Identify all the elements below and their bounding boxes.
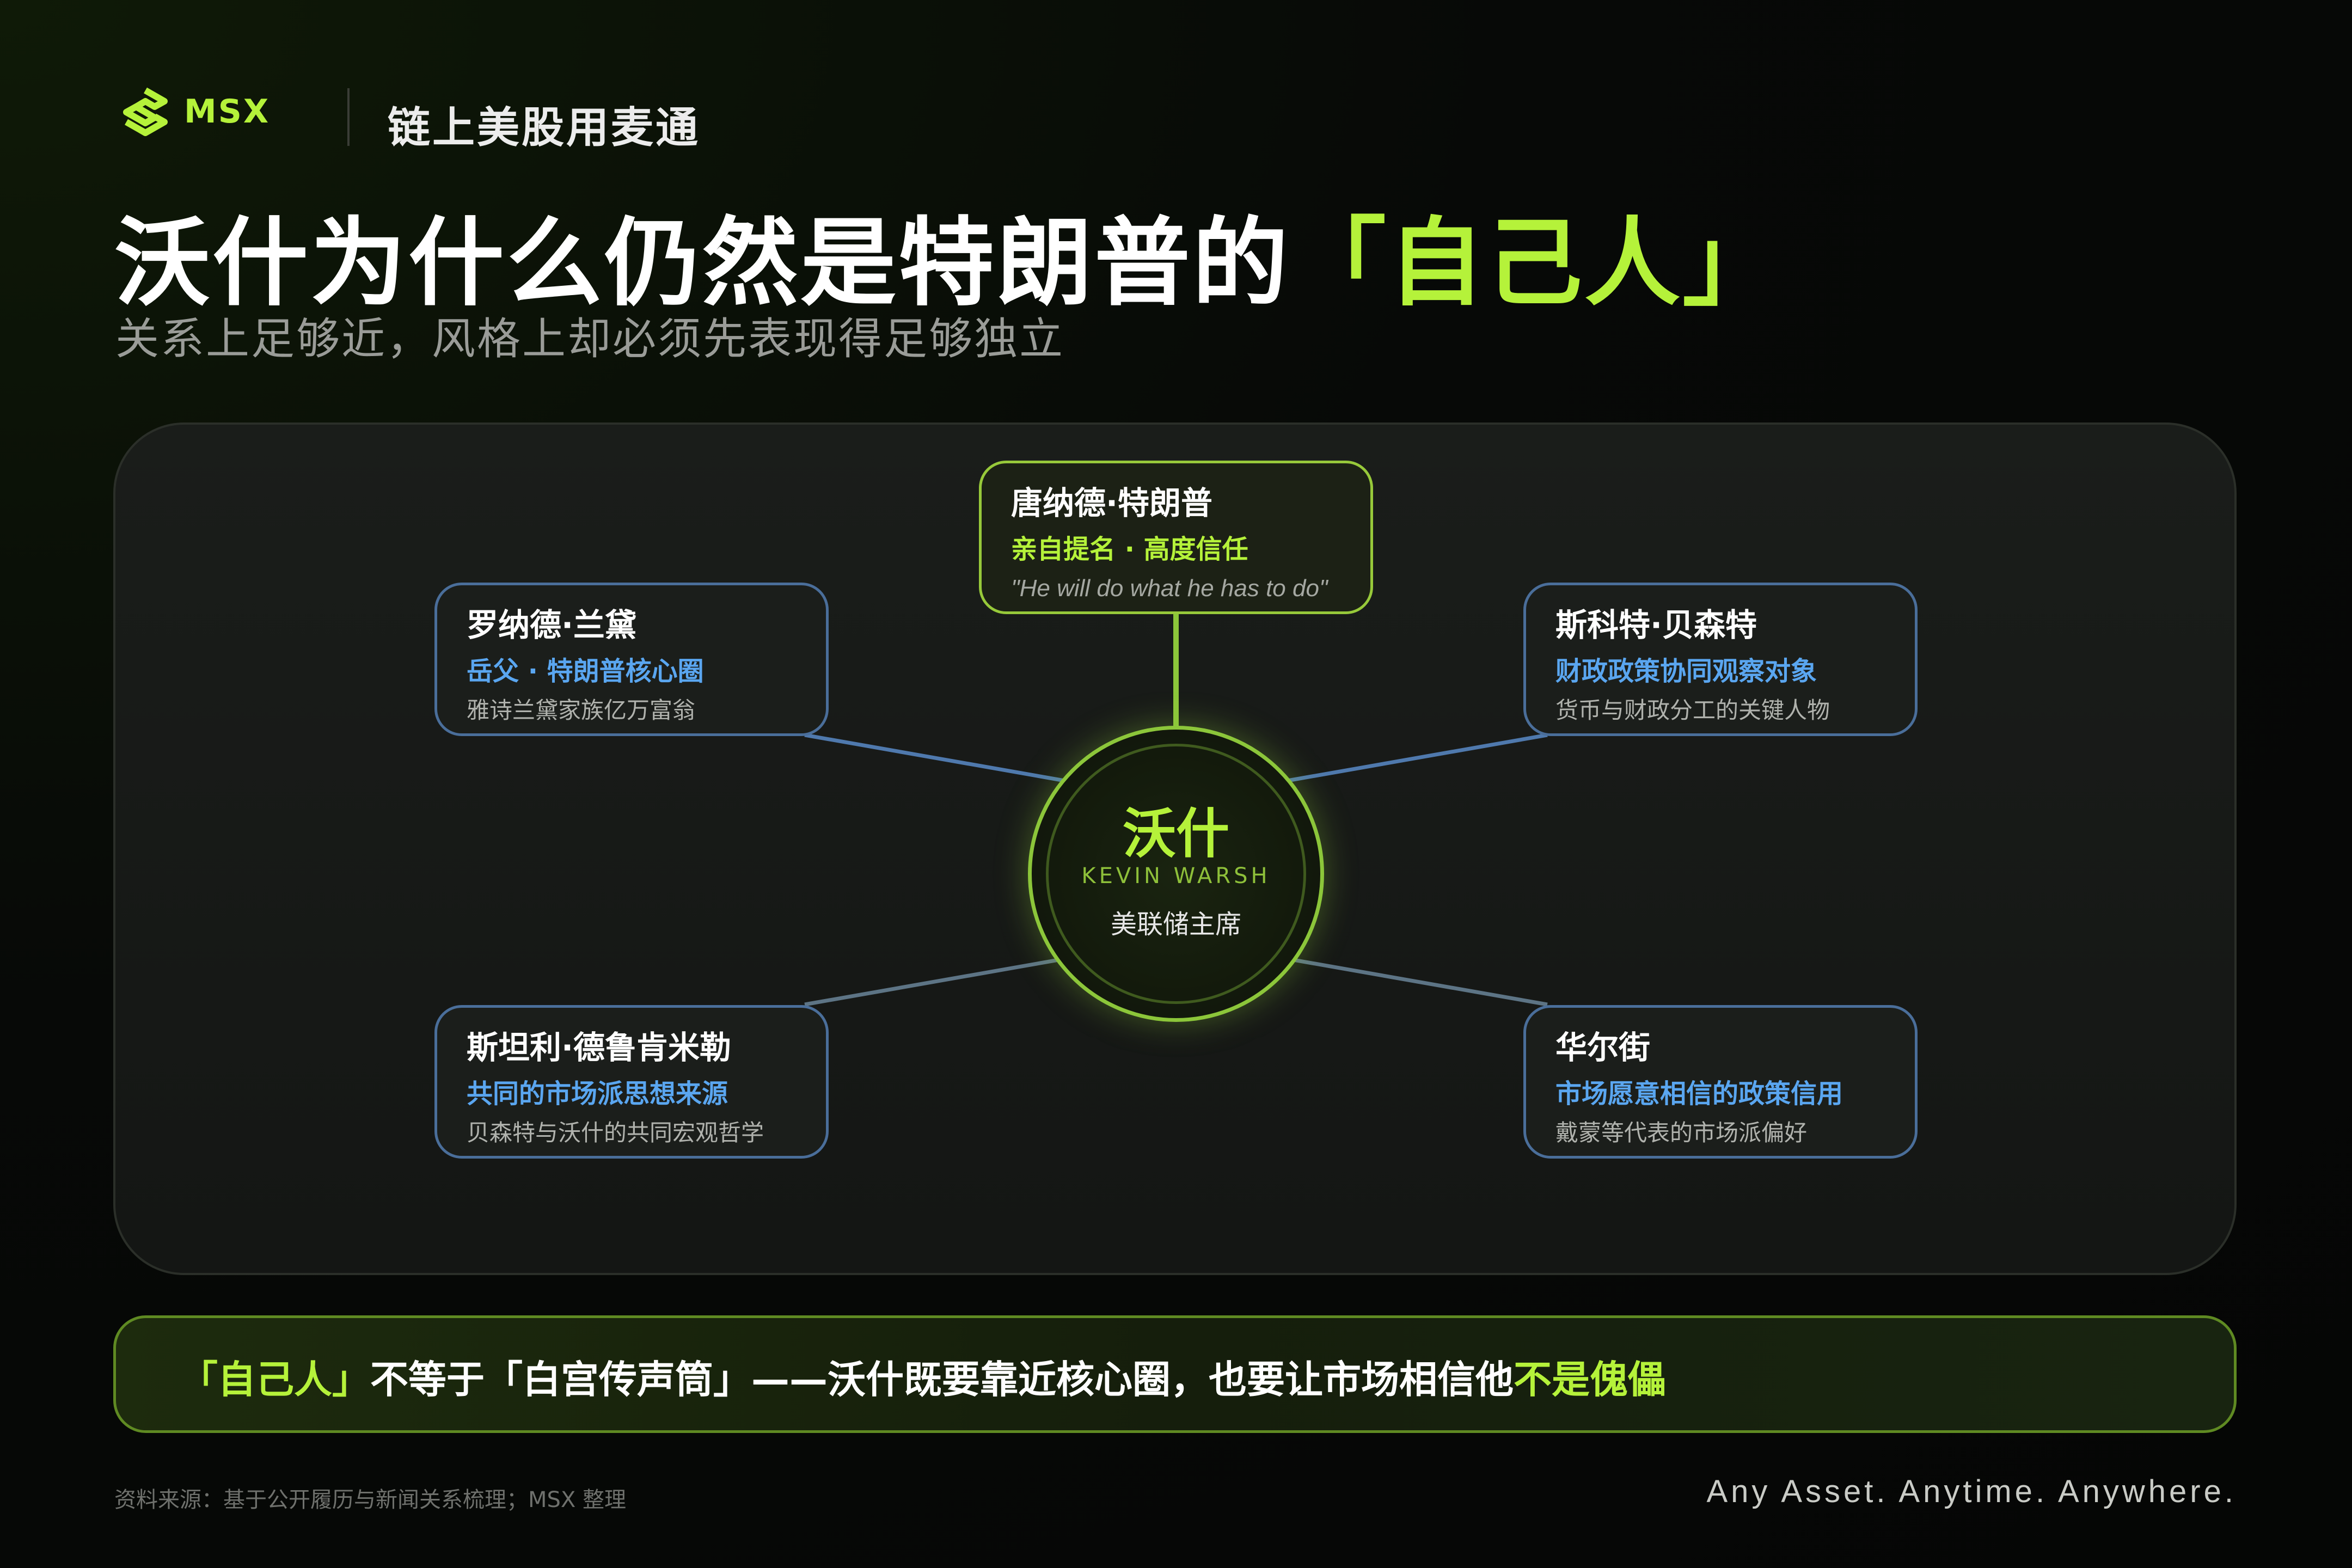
node-role: 亲自提名 · 高度信任: [1011, 534, 1248, 565]
node-role: 财政政策协同观察对象: [1555, 656, 1817, 687]
link-lauder: [804, 733, 1084, 786]
link-wallstreet: [1268, 953, 1548, 1007]
node-name: 斯科特·贝森特: [1555, 607, 1757, 644]
node-name: 唐纳德·特朗普: [1011, 485, 1213, 522]
banner-part1: 「自己人」: [180, 1357, 370, 1402]
brand-tagline: 链上美股用麦通: [388, 103, 701, 152]
center-name-cn: 沃什: [1122, 803, 1229, 865]
center-name-en: KEVIN WARSH: [1081, 863, 1271, 889]
center-inner-ring: [1046, 744, 1306, 1004]
node-role: 共同的市场派思想来源: [467, 1079, 728, 1109]
header-divider: [347, 88, 350, 146]
msx-logo-icon: [123, 87, 168, 136]
conclusion-text: 「自己人」不等于「白宫传声筒」——沃什既要靠近核心圈，也要让市场相信他不是傀儡: [180, 1349, 1666, 1404]
node-desc: 贝森特与沃什的共同宏观哲学: [467, 1119, 764, 1146]
node-desc: 货币与财政分工的关键人物: [1555, 697, 1830, 724]
node-desc: 戴蒙等代表的市场派偏好: [1555, 1119, 1808, 1146]
title-main: 沃什为什么仍然是特朗普的: [114, 207, 1291, 319]
page-title: 沃什为什么仍然是特朗普的「自己人」: [114, 185, 1780, 324]
page-subtitle: 关系上足够近，风格上却必须先表现得足够独立: [115, 314, 1064, 364]
node-desc: 雅诗兰黛家族亿万富翁: [467, 697, 696, 724]
banner-part3: 不是傀儡: [1514, 1357, 1666, 1402]
slogan: Any Asset. Anytime. Anywhere.: [1706, 1474, 2237, 1509]
node-druckenmiller: 斯坦利·德鲁肯米勒 共同的市场派思想来源 贝森特与沃什的共同宏观哲学: [434, 1005, 829, 1159]
brand: MSX: [121, 87, 270, 136]
node-bessent: 斯科特·贝森特 财政政策协同观察对象 货币与财政分工的关键人物: [1523, 583, 1918, 736]
node-name: 华尔街: [1555, 1029, 1651, 1066]
node-wallstreet: 华尔街 市场愿意相信的政策信用 戴蒙等代表的市场派偏好: [1523, 1005, 1918, 1159]
node-role: 市场愿意相信的政策信用: [1555, 1079, 1843, 1109]
node-lauder: 罗纳德·兰黛 岳父 · 特朗普核心圈 雅诗兰黛家族亿万富翁: [434, 583, 829, 736]
link-druckenmiller: [804, 953, 1084, 1007]
brand-name: MSX: [184, 93, 271, 131]
node-role: 岳父 · 特朗普核心圈: [467, 656, 704, 687]
source-note: 资料来源：基于公开履历与新闻关系梳理；MSX 整理: [114, 1487, 627, 1512]
center-node-warsh: 沃什 KEVIN WARSH 美联储主席: [1028, 726, 1324, 1022]
center-position: 美联储主席: [1110, 909, 1241, 940]
title-highlight: 「自己人」: [1290, 207, 1781, 319]
node-desc: "He will do what he has to do": [1011, 575, 1328, 602]
banner-part2: 不等于「白宫传声筒」——沃什既要靠近核心圈，也要让市场相信他: [370, 1357, 1514, 1402]
node-trump: 唐纳德·特朗普 亲自提名 · 高度信任 "He will do what he …: [979, 461, 1373, 614]
conclusion-banner: [113, 1315, 2237, 1433]
node-name: 罗纳德·兰黛: [467, 607, 637, 644]
node-name: 斯坦利·德鲁肯米勒: [467, 1029, 732, 1066]
link-bessent: [1268, 733, 1548, 786]
